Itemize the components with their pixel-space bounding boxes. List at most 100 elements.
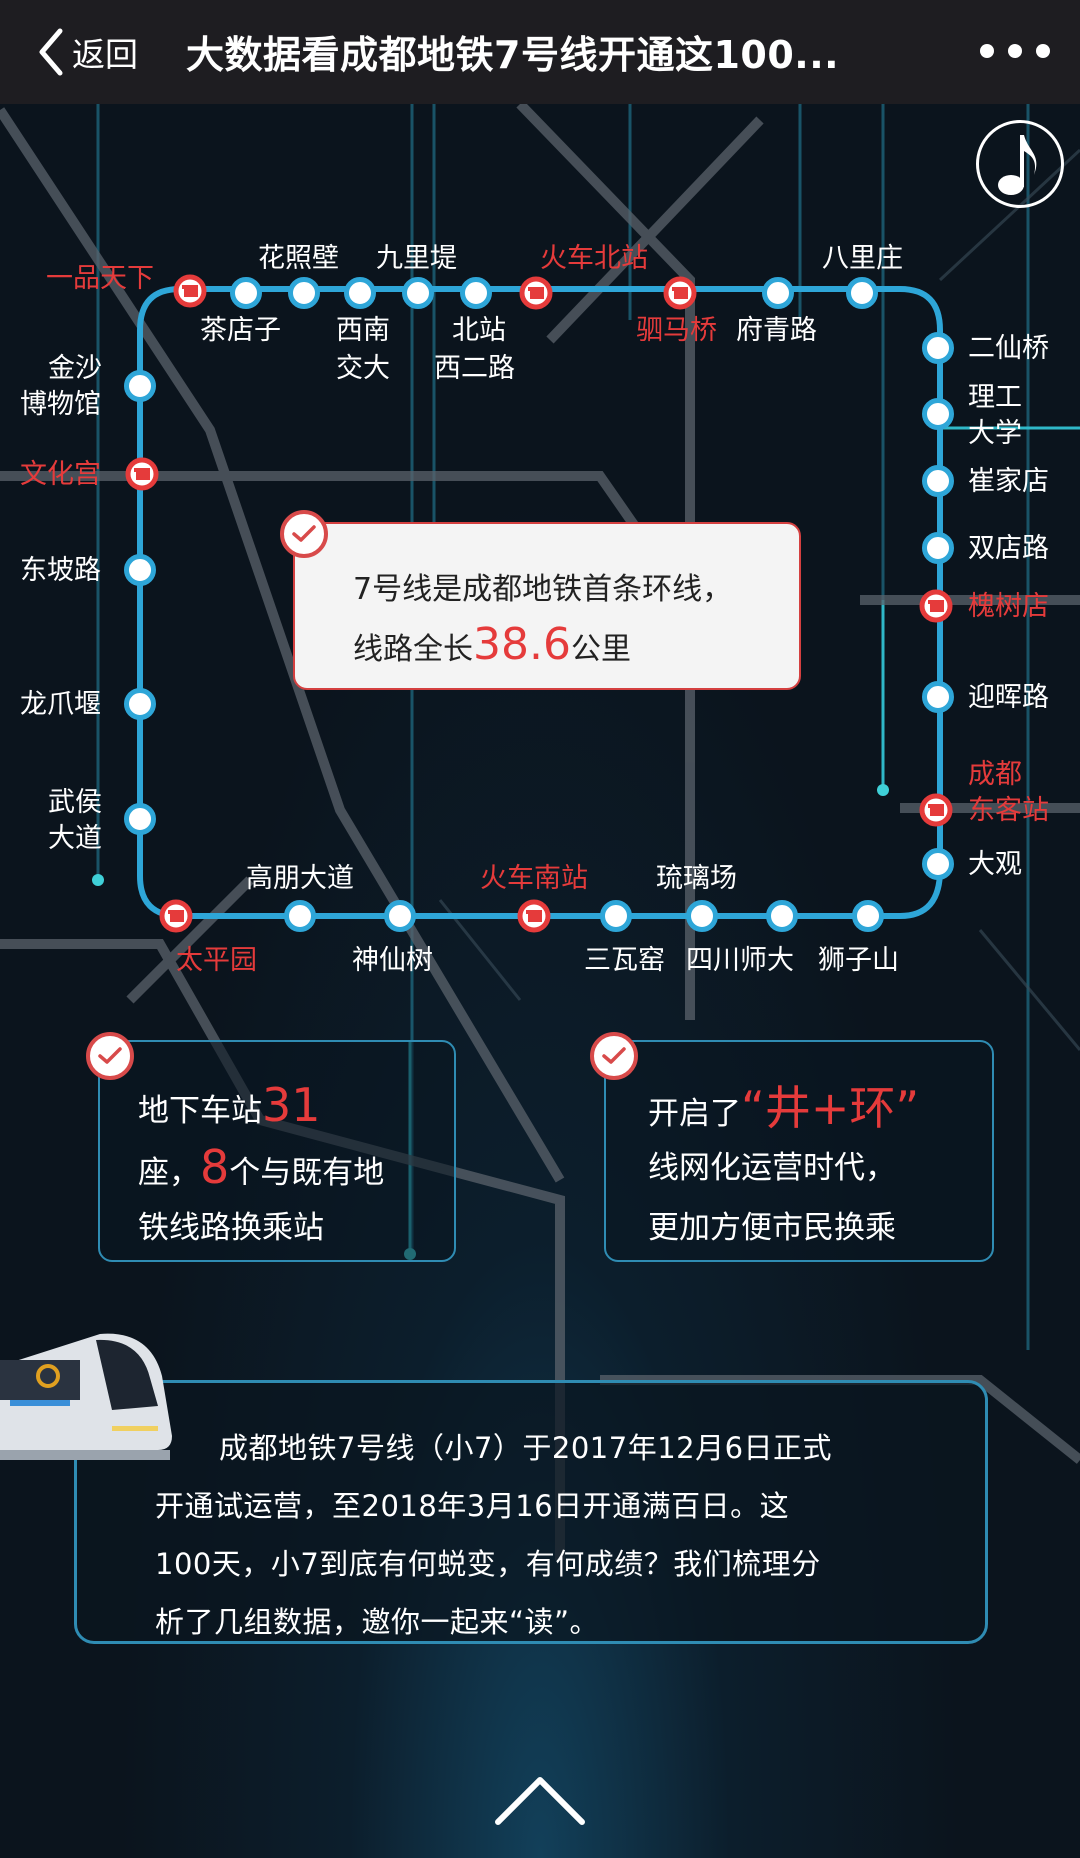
text: 线路全长 (353, 632, 473, 667)
text: 公里 (570, 632, 631, 667)
station-label: 茶店子 (200, 315, 281, 346)
station-dot[interactable] (762, 277, 794, 309)
transfer-station-icon (663, 276, 697, 310)
station-label: 龙爪堰 (20, 689, 101, 720)
station-dot[interactable] (344, 277, 376, 309)
station-dot[interactable] (922, 465, 954, 497)
intro-paragraph-card: 成都地铁7号线（小7）于2017年12月6日正式 开通试运营，至2018年3月1… (74, 1380, 988, 1644)
station-label: 金沙 (48, 353, 102, 384)
text: 开启了 (648, 1096, 741, 1132)
station-label: 文化宫 (20, 459, 101, 490)
card-text-line: 铁线路换乘站 (138, 1210, 324, 1246)
check-badge-icon (280, 510, 328, 558)
transfer-stations-count: 8 (200, 1140, 230, 1194)
more-dots-icon[interactable] (980, 36, 1050, 66)
intro-line: 开通试运营，至2018年3月16日开通满百日。这 (155, 1489, 790, 1523)
network-stat-card: 开启了“井+环” 线网化运营时代， 更加方便市民换乘 (604, 1040, 994, 1262)
music-toggle-button[interactable] (976, 120, 1064, 208)
station-dot[interactable] (460, 277, 492, 309)
station-label: 二仙桥 (968, 333, 1049, 364)
station-dot[interactable] (124, 688, 156, 720)
station-label: 大道 (48, 823, 102, 854)
station-label: 崔家店 (968, 466, 1049, 497)
station-label: 博物馆 (20, 389, 101, 420)
station-dot[interactable] (288, 277, 320, 309)
station-label: 火车南站 (480, 863, 588, 894)
card-text-line: 线网化运营时代， (648, 1150, 896, 1186)
station-dot[interactable] (922, 848, 954, 880)
nav-bar: 返回 大数据看成都地铁7号线开通这100... (0, 0, 1080, 104)
station-label: 东坡路 (20, 555, 101, 586)
stations-stat-card: 地下车站31 座，8个与既有地 铁线路换乘站 (98, 1040, 456, 1262)
chevron-left-icon (39, 28, 63, 76)
station-label: 火车北站 (540, 243, 648, 274)
transfer-station-icon (919, 589, 953, 623)
article-canvas: 一品天下 茶店子 花照壁 西南 交大 九里堤 北站 西二路 火车北站 驷马桥 府… (0, 104, 1080, 1858)
chevron-up-icon[interactable] (490, 1770, 590, 1830)
transfer-station-icon (519, 276, 553, 310)
underground-stations-count: 31 (262, 1078, 321, 1132)
network-highlight: “井+环” (741, 1081, 920, 1135)
station-label: 北站 (452, 315, 506, 346)
intro-line: 成都地铁7号线（小7）于2017年12月6日正式 (219, 1431, 833, 1465)
station-label: 槐树店 (968, 591, 1049, 622)
station-label: 琉璃场 (656, 863, 737, 894)
station-label: 大学 (968, 418, 1022, 449)
station-dot[interactable] (852, 900, 884, 932)
back-button[interactable]: 返回 (36, 26, 138, 78)
station-label: 成都 (968, 759, 1022, 790)
station-label: 府青路 (736, 315, 817, 346)
check-badge-icon (86, 1032, 134, 1080)
station-dot[interactable] (230, 277, 262, 309)
card-text-line: 7号线是成都地铁首条环线， (353, 572, 733, 607)
check-badge-icon (590, 1032, 638, 1080)
transfer-station-icon (159, 899, 193, 933)
music-note-icon (998, 135, 1037, 195)
text: 个与既有地 (229, 1155, 385, 1191)
station-dot[interactable] (284, 900, 316, 932)
station-label: 狮子山 (818, 945, 899, 976)
station-label: 交大 (336, 353, 390, 384)
station-label: 理工 (968, 382, 1022, 413)
station-dot[interactable] (686, 900, 718, 932)
station-label: 一品天下 (46, 263, 154, 294)
station-label: 八里庄 (822, 243, 903, 274)
station-label: 三瓦窑 (584, 945, 665, 976)
station-dot[interactable] (922, 681, 954, 713)
line-length-value: 38.6 (473, 619, 571, 670)
station-dot[interactable] (402, 277, 434, 309)
station-dot[interactable] (384, 900, 416, 932)
station-dot[interactable] (766, 900, 798, 932)
page-title: 大数据看成都地铁7号线开通这100... (186, 33, 840, 77)
station-dot[interactable] (922, 398, 954, 430)
intro-line: 析了几组数据，邀你一起来“读”。 (155, 1605, 600, 1639)
station-dot[interactable] (922, 532, 954, 564)
station-dot[interactable] (124, 370, 156, 402)
station-label: 四川师大 (686, 945, 794, 976)
station-dot[interactable] (600, 900, 632, 932)
transfer-station-icon (173, 274, 207, 308)
metro-train-illustration (0, 1333, 172, 1460)
station-dot[interactable] (846, 277, 878, 309)
station-label: 东客站 (968, 795, 1049, 826)
text: 座， (138, 1155, 200, 1191)
station-label: 武侯 (48, 787, 102, 818)
station-label: 高朋大道 (246, 863, 354, 894)
station-label: 西二路 (434, 353, 515, 384)
station-label: 大观 (968, 849, 1022, 880)
transfer-station-icon (125, 457, 159, 491)
station-label: 神仙树 (352, 945, 433, 976)
station-label: 迎晖路 (968, 682, 1049, 713)
transfer-station-icon (517, 899, 551, 933)
station-dot[interactable] (124, 803, 156, 835)
card-text-line: 线路全长38.6公里 (353, 619, 631, 670)
text: 地下车站 (138, 1093, 262, 1129)
station-dot[interactable] (124, 554, 156, 586)
back-label: 返回 (72, 35, 138, 74)
station-label: 太平园 (176, 945, 257, 976)
transfer-station-icon (919, 793, 953, 827)
station-dot[interactable] (922, 332, 954, 364)
card-text-line: 地下车站31 (138, 1078, 321, 1132)
line-length-card: 7号线是成都地铁首条环线， 线路全长38.6公里 (293, 522, 801, 690)
intro-line: 100天，小7到底有何蜕变，有何成绩？我们梳理分 (155, 1547, 821, 1581)
